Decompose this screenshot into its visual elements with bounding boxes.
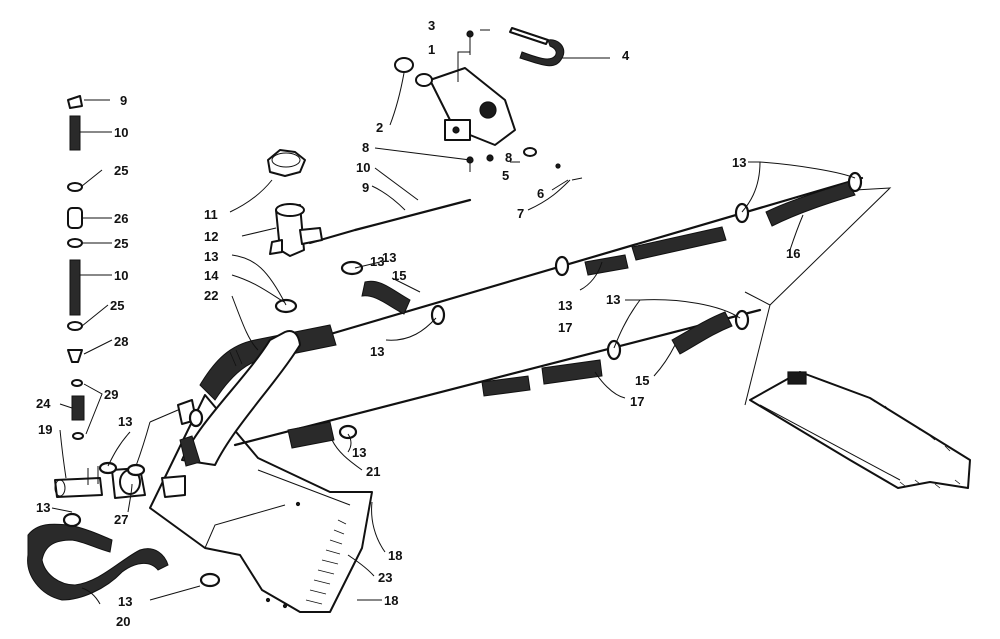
- callout-23: 23: [378, 570, 392, 585]
- callout-5: 5: [502, 168, 509, 183]
- clamp: [126, 463, 146, 477]
- clamp: [62, 512, 82, 528]
- vertical-hose-stack: [67, 95, 85, 440]
- callout-10c: 10: [356, 160, 370, 175]
- callout-6: 6: [537, 186, 544, 201]
- main-hose-22: [181, 324, 337, 466]
- callout-24: 24: [36, 396, 51, 411]
- callout-7: 7: [517, 206, 524, 221]
- callout-13i: 13: [36, 500, 50, 515]
- filler-cap-11: [267, 149, 306, 177]
- lower-hose-20: [27, 523, 169, 601]
- callout-19: 19: [38, 422, 52, 437]
- callout-28: 28: [114, 334, 128, 349]
- clamp: [338, 424, 358, 440]
- callout-29: 29: [104, 387, 118, 402]
- clamp: [554, 255, 570, 277]
- callout-15a: 15: [392, 268, 406, 283]
- callout-13g: 13: [352, 445, 366, 460]
- callout-25b: 25: [114, 236, 128, 251]
- exchanger-fins: [305, 519, 347, 605]
- callout-13b: 13: [382, 250, 396, 265]
- callout-18a: 18: [388, 548, 402, 563]
- callout-8b: 8: [505, 150, 512, 165]
- callout-10a: 10: [114, 125, 128, 140]
- callout-17b: 17: [630, 394, 644, 409]
- clamp: [188, 408, 204, 428]
- callout-12: 12: [204, 229, 218, 244]
- tee-area-fittings: [308, 198, 472, 315]
- callout-18b: 18: [384, 593, 398, 608]
- callout-16: 16: [786, 246, 800, 261]
- callout-14: 14: [204, 268, 219, 283]
- heat-exchanger: [149, 394, 373, 613]
- hose-clamps: [62, 171, 863, 588]
- clamp: [199, 572, 221, 588]
- callout-25c: 25: [110, 298, 124, 313]
- clamp: [430, 304, 446, 326]
- callout-10b: 10: [114, 268, 128, 283]
- callout-8a: 8: [362, 140, 369, 155]
- callout-3: 3: [428, 18, 435, 33]
- callout-11: 11: [204, 207, 218, 222]
- callout-22: 22: [204, 288, 218, 303]
- callout-4: 4: [622, 48, 630, 63]
- callout-9a: 9: [120, 93, 127, 108]
- clamp: [340, 260, 364, 276]
- clamp: [606, 339, 622, 361]
- callout-20: 20: [116, 614, 130, 629]
- callout-25a: 25: [114, 163, 128, 178]
- callout-21: 21: [366, 464, 380, 479]
- callout-13e: 13: [606, 292, 620, 307]
- callout-13a: 13: [732, 155, 746, 170]
- clamp: [734, 309, 750, 331]
- callout-13c: 13: [204, 249, 218, 264]
- callout-27: 27: [114, 512, 128, 527]
- callout-13j: 13: [118, 594, 132, 609]
- callout-13d: 13: [558, 298, 572, 313]
- clamp: [274, 298, 298, 314]
- clamp: [98, 461, 118, 475]
- callout-labels: 1 2 3 4 5 6 7 8 8 9 9 10 10 10 11 12 13 …: [36, 18, 800, 629]
- callout-13f: 13: [370, 344, 384, 359]
- radiator: [744, 187, 971, 489]
- callout-13h: 13: [118, 414, 132, 429]
- thermostat-housing-1: [394, 27, 583, 181]
- callout-17a: 17: [558, 320, 572, 335]
- callout-15b: 15: [635, 373, 649, 388]
- filler-neck-12: [269, 203, 323, 257]
- callout-26: 26: [114, 211, 128, 226]
- callout-9b: 9: [362, 180, 369, 195]
- bypass-hose-lower: [233, 308, 762, 449]
- clamp: [847, 171, 863, 193]
- leader-lines: [51, 29, 856, 605]
- callout-2: 2: [376, 120, 383, 135]
- callout-1: 1: [428, 42, 435, 57]
- callout-13k: 13: [370, 254, 384, 269]
